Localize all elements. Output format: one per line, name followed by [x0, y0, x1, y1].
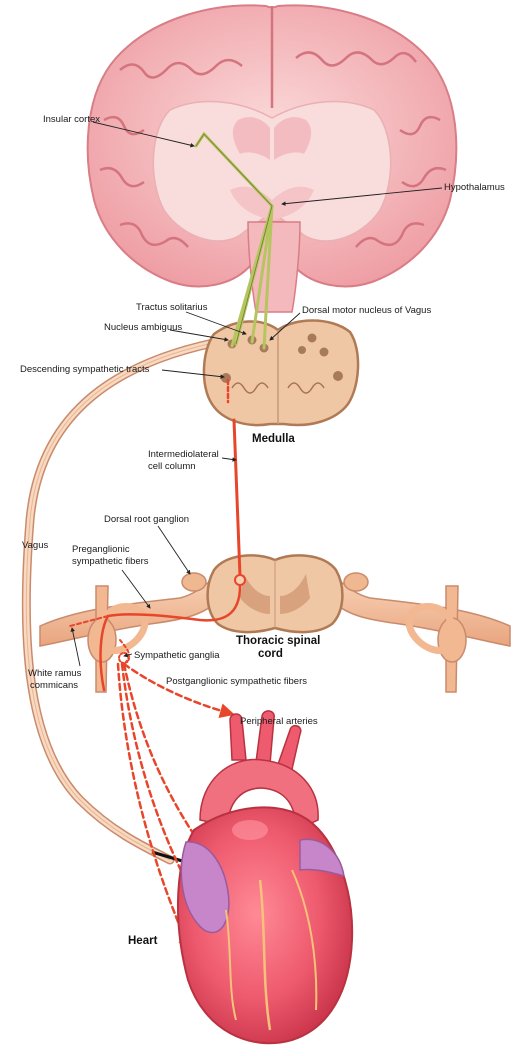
label-white-ramus-1: White ramus [28, 668, 82, 679]
brain-coronal-section [88, 5, 457, 312]
label-dorsal-motor-nucleus: Dorsal motor nucleus of Vagus [302, 305, 431, 316]
heart-illustration [178, 711, 352, 1043]
label-thoracic-1: Thoracic spinal [236, 635, 320, 647]
label-descending-sympathetic: Descending sympathetic tracts [20, 364, 150, 375]
label-heart: Heart [128, 935, 158, 947]
label-nucleus-ambiguus: Nucleus ambiguus [104, 322, 182, 333]
label-peripheral-arteries: Peripheral arteries [240, 716, 318, 727]
label-postganglionic: Postganglionic sympathetic fibers [166, 676, 307, 687]
label-hypothalamus: Hypothalamus [444, 182, 505, 193]
label-sympathetic-ganglia: Sympathetic ganglia [134, 650, 220, 661]
label-intermediolateral-1: Intermediolateral [148, 449, 219, 460]
label-preganglionic-1: Preganglionic [72, 544, 130, 555]
label-white-ramus-2: commicans [30, 680, 78, 691]
label-intermediolateral-2: cell column [148, 461, 196, 472]
label-tractus-solitarius: Tractus solitarius [136, 302, 208, 313]
label-insular-cortex: Insular cortex [43, 114, 100, 125]
label-preganglionic-2: sympathetic fibers [72, 556, 149, 567]
label-dorsal-root-ganglion: Dorsal root ganglion [104, 514, 189, 525]
label-vagus: Vagus [22, 540, 48, 551]
medulla-cross-section [204, 321, 358, 426]
label-medulla: Medulla [252, 433, 295, 445]
thoracic-segment [40, 555, 510, 692]
label-thoracic-2: cord [258, 648, 283, 660]
